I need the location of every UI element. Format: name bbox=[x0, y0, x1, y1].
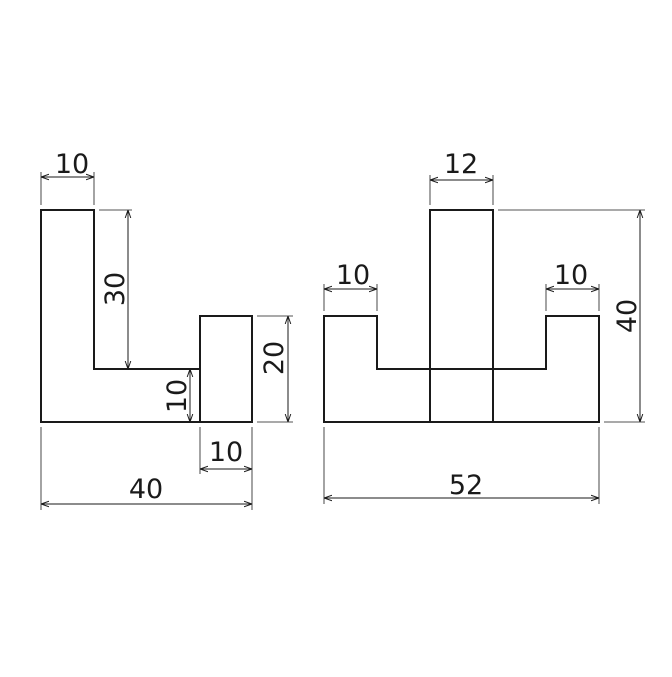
dim-label-step-height: 10 bbox=[162, 379, 193, 413]
dim-right-height: 20 bbox=[257, 315, 293, 423]
dim-right-tab-width: 10 bbox=[545, 260, 600, 311]
right-view: 12 10 10 40 52 bbox=[323, 149, 645, 504]
dim-label-right-height: 20 bbox=[259, 341, 290, 375]
dim-overall-width-right: 52 bbox=[323, 427, 600, 504]
dim-label-center-width: 12 bbox=[444, 149, 478, 180]
dim-overall-height: 40 bbox=[498, 209, 645, 423]
dim-inner-height: 30 bbox=[99, 209, 132, 369]
dim-left-tab-width: 10 bbox=[323, 260, 378, 311]
dim-label-overall-height: 40 bbox=[612, 299, 643, 333]
dim-label-top-width: 10 bbox=[55, 149, 89, 180]
dim-step-height: 10 bbox=[162, 369, 193, 422]
center-post-outline bbox=[429, 209, 494, 423]
dim-label-overall-width-right: 52 bbox=[449, 470, 483, 501]
dim-top-width: 10 bbox=[40, 149, 95, 205]
dim-label-right-tab-width: 10 bbox=[554, 260, 588, 291]
left-view: 10 30 10 20 10 bbox=[40, 149, 293, 510]
right-block-outline bbox=[199, 315, 253, 423]
dim-label-inner-height: 30 bbox=[100, 272, 131, 306]
dim-label-right-width: 10 bbox=[209, 437, 243, 468]
dim-center-width: 12 bbox=[429, 149, 494, 205]
dim-label-left-tab-width: 10 bbox=[336, 260, 370, 291]
dim-right-width: 10 bbox=[199, 427, 253, 474]
dim-overall-width-left: 40 bbox=[40, 427, 253, 510]
dim-label-overall-width-left: 40 bbox=[129, 474, 163, 505]
u-shape-outline bbox=[323, 315, 600, 423]
